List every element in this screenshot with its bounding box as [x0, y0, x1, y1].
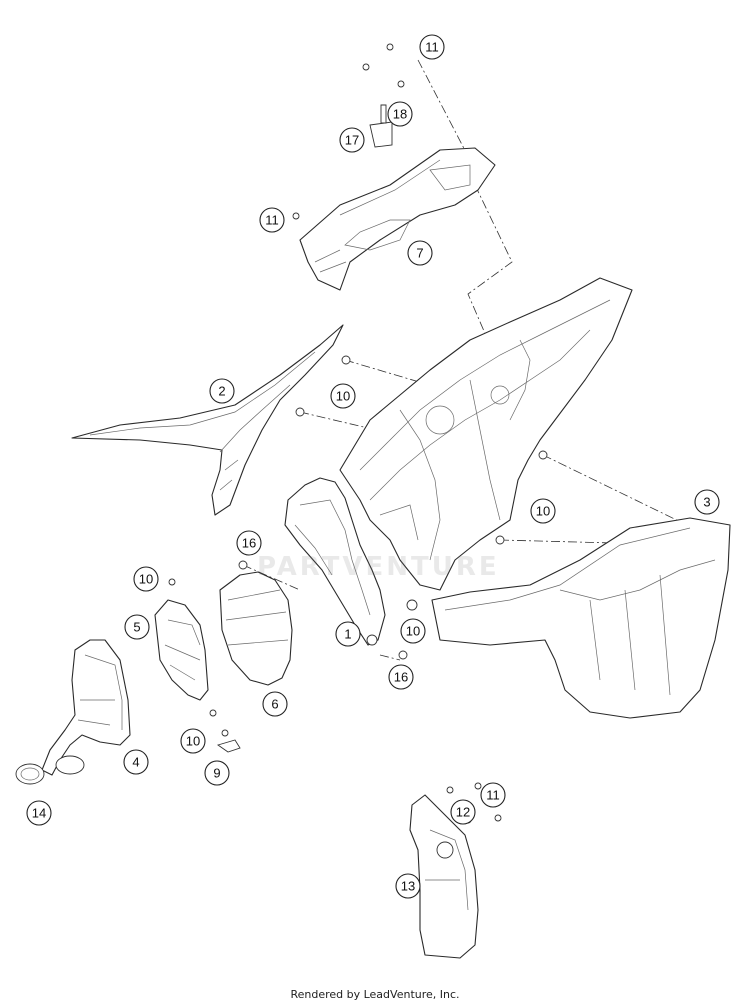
callout-6[interactable]: 6 — [262, 691, 288, 717]
callout-13[interactable]: 13 — [395, 873, 421, 899]
svg-text:12: 12 — [456, 805, 470, 820]
callout-11-top[interactable]: 11 — [419, 34, 445, 60]
part-number-plate — [431, 517, 731, 719]
callout-16[interactable]: 17 — [339, 127, 365, 153]
svg-text:14: 14 — [32, 806, 46, 821]
callout-10-a[interactable]: 10 — [330, 383, 356, 409]
part-hose-clamp — [15, 763, 45, 785]
svg-text:5: 5 — [133, 620, 140, 635]
svg-text:10: 10 — [336, 389, 350, 404]
callout-2[interactable]: 2 — [209, 378, 235, 404]
callout-3[interactable]: 3 — [694, 489, 720, 515]
part-clip — [216, 729, 241, 753]
svg-text:18: 18 — [393, 107, 407, 122]
svg-text:9: 9 — [213, 766, 220, 781]
svg-text:1: 1 — [344, 627, 351, 642]
part-airbox-bracket — [238, 477, 418, 660]
svg-text:6: 6 — [271, 697, 278, 712]
svg-text:11: 11 — [486, 788, 500, 803]
callout-4[interactable]: 4 — [123, 749, 149, 775]
svg-text:16: 16 — [242, 536, 256, 551]
part-filter-cage — [154, 578, 217, 717]
svg-text:10: 10 — [406, 624, 420, 639]
svg-text:17: 17 — [345, 133, 359, 148]
callout-12[interactable]: 12 — [450, 799, 476, 825]
callout-10-d[interactable]: 10 — [400, 618, 426, 644]
part-intake-duct — [41, 639, 131, 776]
callout-14[interactable]: 14 — [26, 800, 52, 826]
svg-text:11: 11 — [265, 213, 279, 228]
part-side-panel — [71, 324, 344, 516]
svg-text:10: 10 — [139, 572, 153, 587]
callout-7[interactable]: 7 — [407, 240, 433, 266]
svg-text:2: 2 — [218, 384, 225, 399]
callout-18-a[interactable]: 16 — [236, 530, 262, 556]
part-filter-cover — [219, 571, 293, 686]
svg-text:7: 7 — [416, 246, 423, 261]
svg-text:4: 4 — [132, 755, 139, 770]
svg-text:10: 10 — [186, 734, 200, 749]
callout-17[interactable]: 18 — [387, 101, 413, 127]
callout-10-c[interactable]: 10 — [133, 566, 159, 592]
callout-5[interactable]: 5 — [124, 614, 150, 640]
callout-18-b[interactable]: 16 — [388, 664, 414, 690]
callout-11-bottom[interactable]: 11 — [480, 782, 506, 808]
callout-1[interactable]: 1 — [335, 621, 361, 647]
svg-text:10: 10 — [536, 504, 550, 519]
svg-text:3: 3 — [703, 495, 710, 510]
part-heat-shield — [409, 782, 502, 959]
svg-text:16: 16 — [394, 670, 408, 685]
watermark: PARTVENTURE — [257, 552, 500, 582]
svg-text:11: 11 — [425, 40, 439, 55]
footer-credit: Rendered by LeadVenture, Inc. — [290, 988, 460, 1001]
callout-10-e[interactable]: 10 — [180, 728, 206, 754]
part-subframe-top — [292, 43, 496, 291]
part-rear-frame — [295, 277, 633, 591]
callout-10-b[interactable]: 10 — [530, 498, 556, 524]
callout-11-mid[interactable]: 11 — [259, 207, 285, 233]
svg-text:13: 13 — [401, 879, 415, 894]
callout-9[interactable]: 9 — [204, 760, 230, 786]
